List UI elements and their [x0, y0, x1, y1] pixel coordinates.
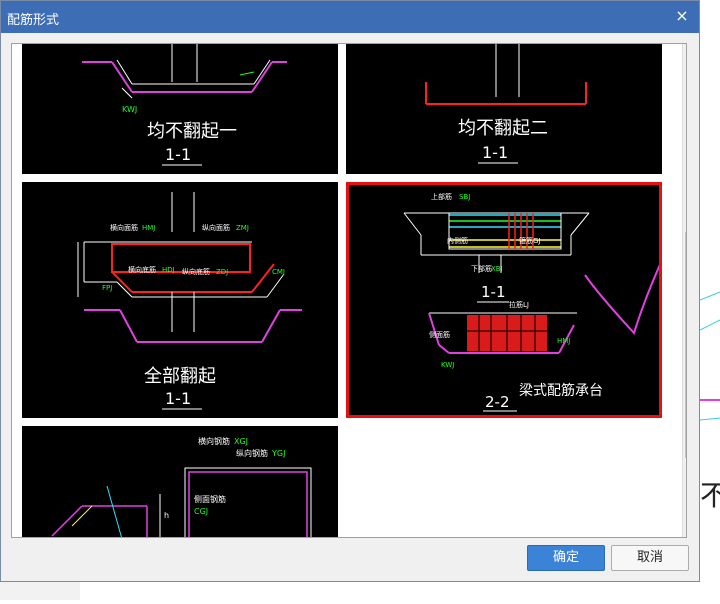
- thumbnail-option-1[interactable]: KWJ 均不翻起一 1-1: [22, 44, 338, 174]
- thumbnail-option-2[interactable]: 均不翻起二 1-1: [346, 44, 662, 174]
- background-taskbar-fragment: [0, 580, 80, 600]
- svg-text:SBJ: SBJ: [459, 193, 470, 201]
- svg-text:HDJ: HDJ: [162, 266, 175, 274]
- cad-drawing: KWJ 均不翻起一 1-1: [82, 44, 287, 166]
- title-bar: 配筋形式 ×: [1, 1, 699, 33]
- svg-text:侧面钢筋: 侧面钢筋: [194, 494, 226, 504]
- background-cad-text: 不: [700, 479, 720, 512]
- svg-text:上部筋: 上部筋: [431, 192, 452, 201]
- thumbnail-3-section: 1-1: [165, 389, 191, 408]
- thumbnail-2-caption: 均不翻起二: [458, 118, 548, 139]
- thumbnail-2-section: 1-1: [482, 143, 508, 162]
- svg-text:箍筋GJ: 箍筋GJ: [519, 236, 541, 245]
- label-heng-mian: 横向面筋: [110, 223, 138, 232]
- svg-text:纵向底筋: 纵向底筋: [182, 267, 210, 276]
- svg-text:CMJ: CMJ: [272, 268, 285, 276]
- ok-button[interactable]: 确定: [527, 545, 605, 571]
- thumbnail-1-caption: 均不翻起一: [147, 121, 237, 142]
- svg-text:KWJ: KWJ: [122, 105, 137, 114]
- svg-text:h: h: [164, 511, 169, 520]
- svg-text:XGJ: XGJ: [234, 437, 248, 446]
- cancel-button[interactable]: 取消: [611, 545, 689, 571]
- svg-text:ZMJ: ZMJ: [236, 224, 249, 232]
- cad-drawing: 均不翻起二 1-1: [425, 44, 587, 164]
- thumbnail-option-5[interactable]: 横向钢筋 XGJ 纵向钢筋 YGJ 侧面钢筋 CGJ h: [22, 426, 338, 537]
- background-cad-drawing: 不: [699, 291, 720, 512]
- thumbnail-option-4-selected[interactable]: 上部筋 SBJ 内侧筋 箍筋GJ 下部筋 XBJ 1-1: [346, 182, 662, 418]
- close-button[interactable]: ×: [675, 6, 689, 25]
- svg-text:横向底筋: 横向底筋: [128, 265, 156, 274]
- svg-text:XBJ: XBJ: [491, 265, 503, 273]
- thumbnail-3-caption: 全部翻起: [144, 366, 216, 387]
- svg-text:FPJ: FPJ: [102, 284, 112, 292]
- vertical-scrollbar[interactable]: ▲ ≡ ▼: [682, 44, 686, 537]
- svg-text:YGJ: YGJ: [271, 449, 285, 458]
- svg-text:内侧筋: 内侧筋: [447, 236, 468, 245]
- cad-drawing: 横向钢筋 XGJ 纵向钢筋 YGJ 侧面钢筋 CGJ h: [51, 436, 312, 537]
- background-cad-area: 不: [699, 0, 720, 600]
- scroll-up-arrow-icon[interactable]: ▲: [683, 44, 686, 60]
- scroll-down-arrow-icon[interactable]: ▼: [683, 521, 686, 537]
- svg-text:HMJ: HMJ: [142, 224, 155, 232]
- cad-drawing: 横向面筋 HMJ 纵向面筋 ZMJ 横向底筋 HDJ 纵向底筋 ZDJ FPJ …: [77, 192, 302, 410]
- cad-drawing: 上部筋 SBJ 内侧筋 箍筋GJ 下部筋 XBJ 1-1: [403, 192, 659, 412]
- dialog-title: 配筋形式: [7, 13, 60, 28]
- svg-text:侧面筋: 侧面筋: [429, 330, 450, 339]
- svg-text:拉筋LJ: 拉筋LJ: [509, 300, 529, 309]
- thumbnail-gallery: KWJ 均不翻起一 1-1 均不翻起二 1-1: [11, 43, 687, 538]
- svg-text:HMJ: HMJ: [557, 337, 570, 345]
- thumbnail-4-section-bottom: 2-2: [485, 393, 510, 411]
- thumbnail-1-section: 1-1: [165, 145, 191, 164]
- thumbnail-4-caption: 梁式配筋承台: [519, 382, 603, 399]
- svg-text:ZDJ: ZDJ: [216, 268, 228, 276]
- thumbnail-option-3[interactable]: 横向面筋 HMJ 纵向面筋 ZMJ 横向底筋 HDJ 纵向底筋 ZDJ FPJ …: [22, 182, 338, 418]
- thumbnail-4-section-top: 1-1: [481, 283, 506, 301]
- svg-text:横向钢筋: 横向钢筋: [198, 436, 230, 446]
- svg-text:纵向面筋: 纵向面筋: [202, 223, 230, 232]
- svg-text:下部筋: 下部筋: [471, 264, 492, 273]
- svg-text:纵向钢筋: 纵向钢筋: [236, 448, 268, 458]
- scroll-thumb[interactable]: ≡: [685, 232, 686, 458]
- rebar-form-dialog: 配筋形式 × KWJ 均不翻起一 1-1: [0, 0, 700, 582]
- svg-text:KWJ: KWJ: [441, 361, 454, 369]
- svg-text:CGJ: CGJ: [194, 507, 208, 516]
